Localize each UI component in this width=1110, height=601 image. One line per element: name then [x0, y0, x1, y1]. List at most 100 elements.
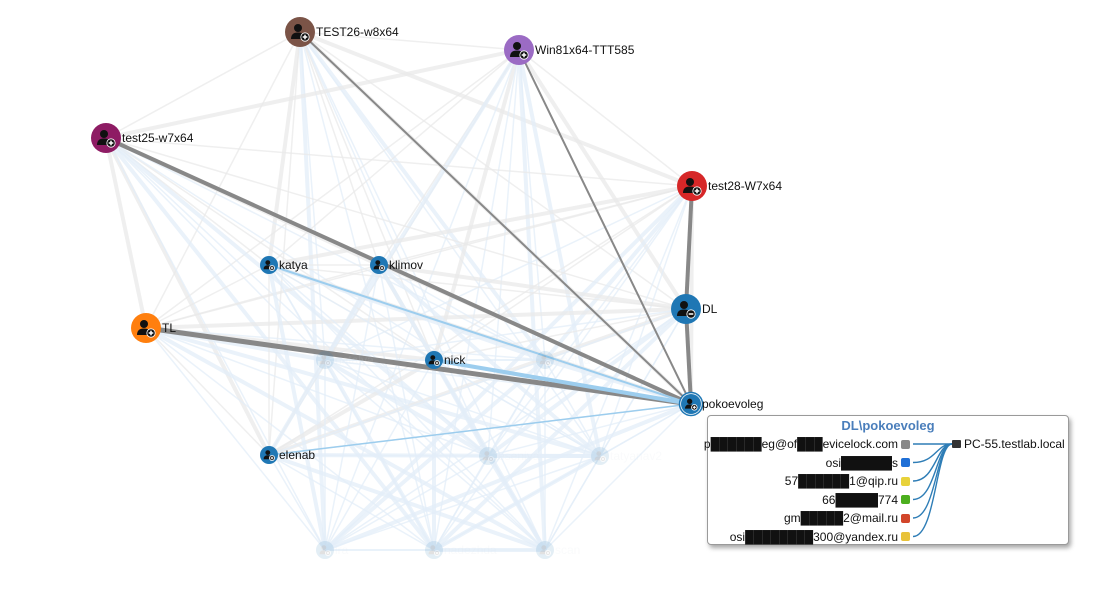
contact-label: gm█████2@mail.ru — [783, 511, 898, 525]
node-elenab[interactable]: elenab — [260, 446, 315, 464]
background-link — [105, 137, 435, 361]
node-pokoevoleg[interactable]: pokoevoleg — [678, 391, 764, 417]
contact-label: p██████eg@of███evicelock.com — [703, 437, 898, 451]
link-test28-W7x64-DL[interactable] — [684, 185, 694, 310]
node-Win81x64-TTT585[interactable]: Win81x64-TTT585 — [504, 35, 635, 65]
link-DL-pokoevoleg[interactable] — [684, 308, 693, 405]
expand-icon[interactable] — [691, 404, 698, 411]
expand-icon[interactable] — [545, 550, 551, 556]
node-nadezhda[interactable]: nadezhda — [425, 541, 497, 559]
user-icon — [319, 545, 328, 555]
background-link — [105, 137, 546, 551]
node-eseniya[interactable]: eseniya — [479, 447, 540, 465]
background-link — [145, 327, 326, 551]
expand-icon[interactable] — [269, 455, 275, 461]
link-test25-w7x64-pokoevoleg[interactable] — [105, 136, 692, 406]
node-label: nick — [444, 353, 466, 367]
node-natalya[interactable]: natalya — [316, 351, 374, 369]
background-link — [268, 454, 435, 551]
expand-icon[interactable] — [434, 360, 440, 366]
link-elenab-pokoevoleg[interactable] — [268, 403, 692, 456]
qip-icon — [901, 476, 910, 486]
background-link — [299, 31, 489, 457]
background-link — [299, 31, 380, 266]
expand-icon[interactable] — [600, 456, 606, 462]
node-label: TEST26-w8x64 — [316, 25, 399, 39]
background-link — [324, 185, 693, 361]
expand-icon[interactable] — [300, 32, 310, 42]
node-TEST26-w8x64[interactable]: TEST26-w8x64 — [285, 17, 399, 47]
node-circle — [479, 447, 497, 465]
background-link — [544, 185, 693, 551]
node-TL[interactable]: TL — [131, 313, 176, 343]
background-link — [486, 307, 688, 458]
background-link — [104, 136, 490, 458]
background-link — [378, 264, 546, 361]
node-DL[interactable]: DL — [671, 294, 718, 324]
background-link — [268, 184, 693, 267]
contact-connector — [912, 443, 953, 501]
background-link — [145, 326, 601, 458]
contact-connector — [912, 443, 953, 482]
tooltip-target: PC-55.testlab.local — [952, 435, 1065, 453]
highlighted-links — [105, 31, 694, 456]
node-circle — [316, 541, 334, 559]
node-nastya[interactable]: nastya — [536, 351, 591, 369]
node-katya[interactable]: katya — [260, 256, 308, 274]
user-icon — [482, 451, 491, 461]
node-nick[interactable]: nick — [425, 351, 466, 369]
contact-row: osi████████300@yandex.ru — [730, 528, 910, 546]
expand-icon[interactable] — [269, 265, 275, 271]
background-link — [378, 185, 693, 266]
node-tatyanav2[interactable]: tatyanav2 — [591, 447, 662, 465]
link-TEST26-w8x64-pokoevoleg[interactable] — [299, 31, 692, 405]
expand-icon[interactable] — [379, 265, 385, 271]
node-label: ira — [335, 543, 349, 557]
expand-icon[interactable] — [434, 550, 440, 556]
expand-icon[interactable] — [146, 328, 156, 338]
background-link — [105, 137, 687, 310]
background-link — [268, 31, 301, 456]
node-test28-W7x64[interactable]: test28-W7x64 — [677, 171, 782, 201]
background-link — [544, 403, 692, 551]
node-circle — [681, 394, 701, 414]
node-ira[interactable]: ira — [316, 541, 349, 559]
expand-icon[interactable] — [488, 456, 494, 462]
node-klimov[interactable]: klimov — [370, 256, 423, 274]
node-scan[interactable]: scan — [536, 541, 580, 559]
expand-icon[interactable] — [519, 50, 529, 60]
background-link — [323, 358, 490, 458]
node-circle — [591, 447, 609, 465]
node-test25-w7x64[interactable]: test25-w7x64 — [91, 123, 194, 153]
node-circle — [671, 294, 701, 324]
background-link — [268, 264, 687, 310]
node-circle — [260, 446, 278, 464]
link-TL-pokoevoleg[interactable] — [145, 325, 692, 407]
expand-icon[interactable] — [545, 360, 551, 366]
link-nick-pokoevoleg[interactable] — [433, 358, 692, 406]
expand-icon[interactable] — [325, 360, 331, 366]
contact-row: gm█████2@mail.ru — [784, 509, 910, 527]
background-link — [105, 137, 546, 361]
link-katya-pokoevoleg[interactable] — [268, 264, 692, 405]
computer-icon — [952, 440, 961, 448]
icq-icon — [901, 495, 910, 504]
expand-icon[interactable] — [106, 138, 116, 148]
node-label: nastya — [555, 353, 591, 367]
background-link — [323, 358, 547, 552]
expand-icon[interactable] — [325, 550, 331, 556]
contact-connector — [912, 443, 953, 464]
node-circle — [285, 17, 315, 47]
link-Win81x64-TTT585-pokoevoleg[interactable] — [518, 49, 692, 405]
background-link — [145, 49, 520, 329]
expand-icon[interactable] — [692, 186, 702, 196]
node-label: tatyanav2 — [610, 449, 662, 463]
node-circle — [504, 35, 534, 65]
collapse-icon[interactable] — [686, 309, 696, 319]
background-link — [487, 403, 692, 457]
node-circle — [536, 351, 554, 369]
background-link — [323, 264, 381, 361]
node-circle — [91, 123, 121, 153]
background-link — [104, 137, 148, 329]
